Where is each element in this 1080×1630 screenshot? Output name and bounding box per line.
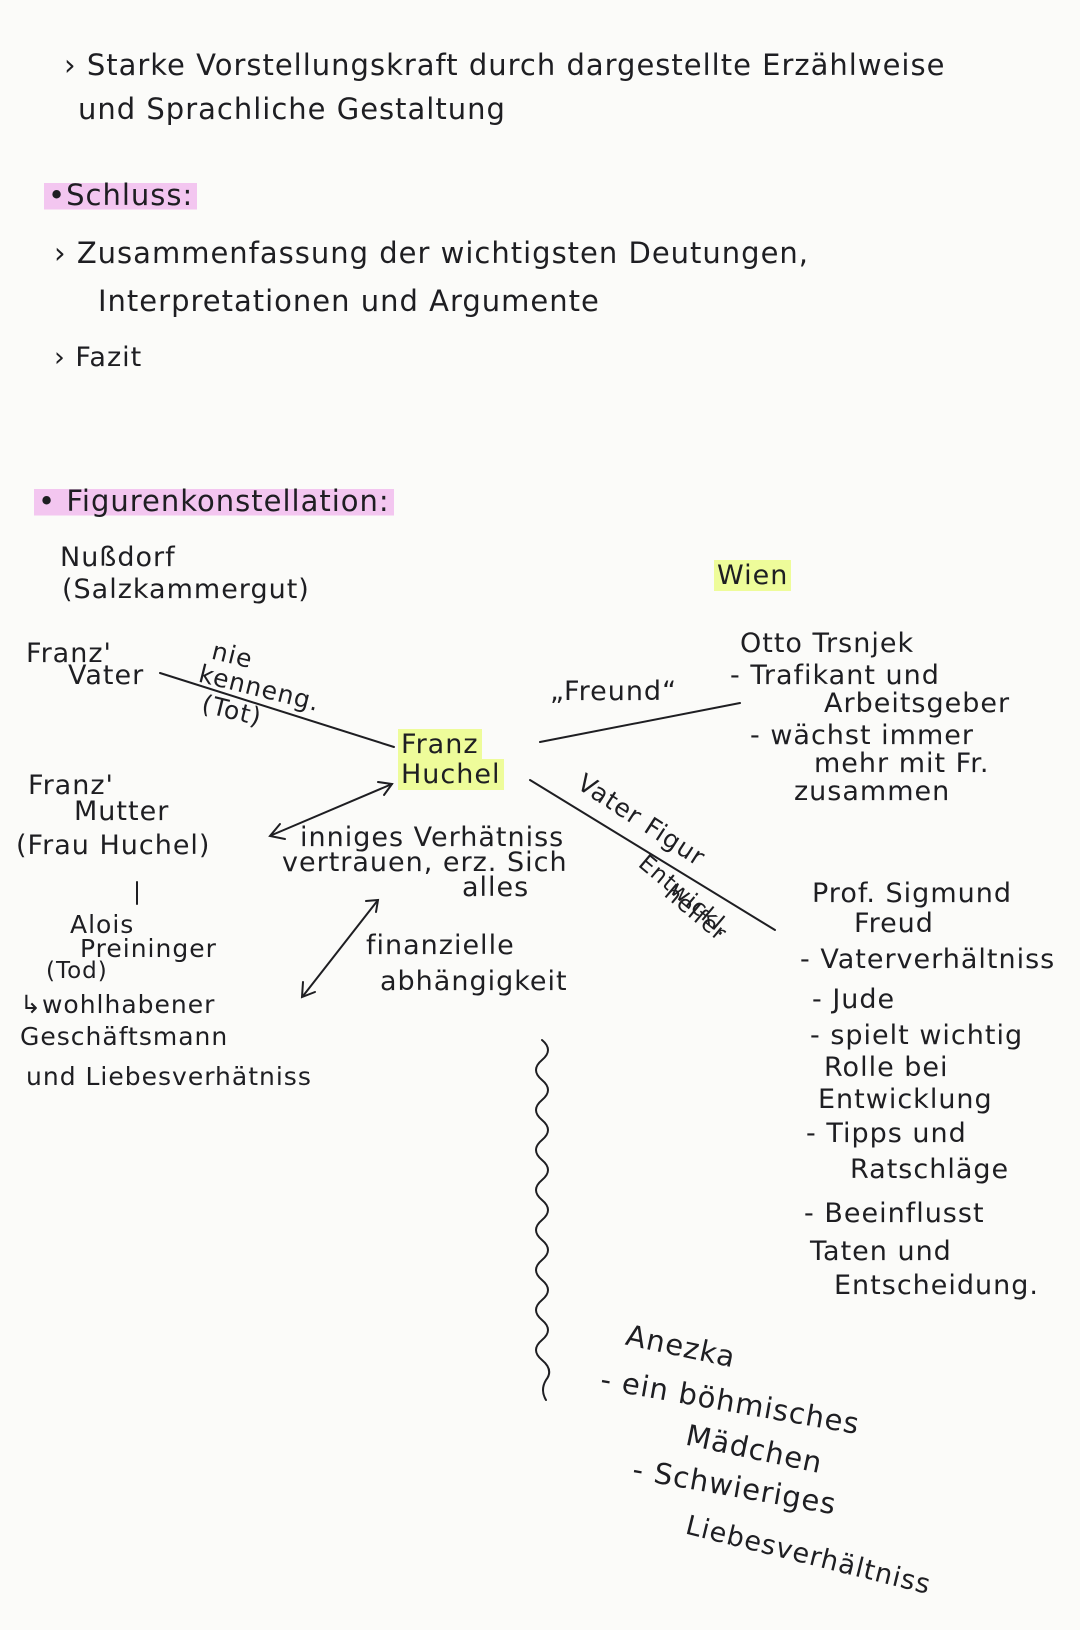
freud-line-10: - Beeinflusst bbox=[804, 1198, 985, 1229]
otto-line-1: Otto Trsnjek bbox=[740, 628, 915, 659]
freud-line-4: - Jude bbox=[812, 984, 896, 1015]
freud-line-11: Taten und bbox=[810, 1236, 952, 1267]
line-freud-franz bbox=[529, 779, 776, 931]
otto-line-3: Arbeitsgeber bbox=[824, 688, 1011, 719]
place-wien: Wien bbox=[714, 560, 792, 591]
alois-line-1: Alois bbox=[70, 910, 135, 939]
franz-huchel-node: Franz Huchel bbox=[398, 729, 504, 790]
vater-line-2: Vater bbox=[68, 660, 145, 691]
franz-line-1: Franz bbox=[398, 729, 482, 760]
fin-line-1: finanzielle bbox=[366, 930, 515, 961]
franz-line-2: Huchel bbox=[398, 759, 504, 790]
freud-line-8: - Tipps und bbox=[806, 1118, 967, 1149]
otto-line-5: mehr mit Fr. bbox=[814, 748, 990, 779]
freud-line-9: Ratschläge bbox=[850, 1154, 1010, 1185]
otto-line-6: zusammen bbox=[794, 776, 951, 807]
vater-line-1: Franz' bbox=[26, 638, 112, 669]
mutter-line-3: (Frau Huchel) bbox=[16, 830, 211, 861]
line-vater-franz bbox=[159, 672, 395, 748]
arrow-finanz bbox=[302, 899, 379, 997]
schluss-bullet-1-line-2: Interpretationen und Argumente bbox=[98, 284, 600, 318]
freud-line-5: - spielt wichtig bbox=[810, 1020, 1024, 1051]
alois-line-4: ↳wohlhabener bbox=[20, 990, 216, 1019]
alois-line-5: Geschäftsmann bbox=[20, 1022, 229, 1051]
arrowhead-franz bbox=[377, 781, 394, 796]
place-wien-text: Wien bbox=[714, 560, 792, 591]
mutter-rel-line-2: vertrauen, erz. Sich bbox=[282, 847, 568, 878]
figuren-heading-text: • Figurenkonstellation: bbox=[34, 484, 394, 518]
freud-line-2: Freud bbox=[854, 908, 934, 939]
alois-line-2: Preininger bbox=[80, 934, 217, 963]
place-nussdorf: Nußdorf bbox=[60, 542, 176, 573]
mutter-rel-line-3: alles bbox=[462, 872, 530, 903]
freud-line-7: Entwicklung bbox=[818, 1084, 993, 1115]
mutter-line-2: Mutter bbox=[74, 796, 170, 827]
schluss-heading: •Schluss: bbox=[44, 178, 198, 212]
freud-line-3: - Vaterverhältniss bbox=[800, 944, 1056, 975]
intro-line-1: › Starke Vorstellungskraft durch dargest… bbox=[64, 48, 946, 82]
freud-line-12: Entscheidung. bbox=[834, 1270, 1039, 1301]
freund-label: „Freund“ bbox=[550, 676, 678, 707]
mutter-line-1: Franz' bbox=[28, 770, 114, 801]
mutter-rel-line-1: inniges Verhätniss bbox=[300, 822, 565, 853]
freud-line-1: Prof. Sigmund bbox=[812, 878, 1012, 909]
schluss-bullet-2: › Fazit bbox=[54, 342, 143, 373]
alois-line-6: und Liebesverhätniss bbox=[26, 1062, 312, 1091]
otto-line-4: - wächst immer bbox=[750, 720, 974, 751]
schluss-heading-text: •Schluss: bbox=[44, 178, 198, 212]
arrowhead-mutter bbox=[268, 823, 286, 840]
arrowhead-finanz-down bbox=[300, 981, 316, 999]
arrowhead-finanz-up bbox=[365, 898, 380, 913]
intro-line-2: und Sprachliche Gestaltung bbox=[78, 92, 506, 126]
place-salzkammergut: (Salzkammergut) bbox=[62, 574, 310, 605]
fin-line-2: abhängigkeit bbox=[380, 966, 568, 997]
figuren-heading: • Figurenkonstellation: bbox=[34, 484, 394, 518]
arrow-franz-mutter bbox=[271, 783, 393, 836]
wavy-line-anezka bbox=[535, 1039, 551, 1401]
schluss-bullet-1-line-1: › Zusammenfassung der wichtigsten Deutun… bbox=[54, 236, 810, 270]
freud-line-6: Rolle bei bbox=[824, 1052, 949, 1083]
otto-line-2: - Trafikant und bbox=[730, 660, 940, 691]
alois-line-3: (Tod) bbox=[46, 958, 108, 984]
line-otto-franz bbox=[539, 702, 741, 743]
